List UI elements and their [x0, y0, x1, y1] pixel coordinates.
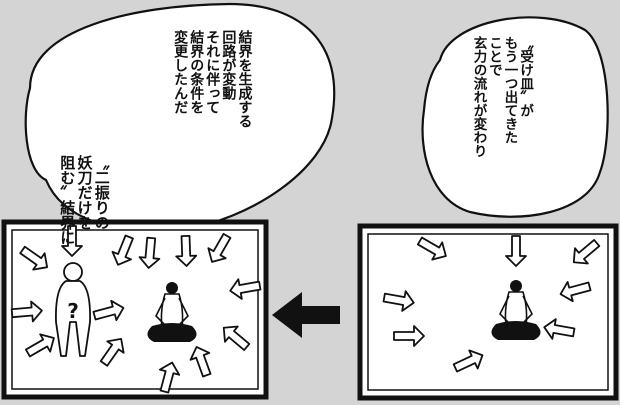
question-mark: ?	[67, 299, 79, 323]
text-line: 阻む〟結界に	[58, 155, 77, 245]
text-line: 結界の条件を	[188, 30, 205, 114]
text-line: 〝二振りの	[92, 155, 111, 230]
text-line: ことで	[486, 36, 503, 77]
text-line: それに伴って	[204, 30, 221, 114]
diagram-right-box	[357, 223, 619, 401]
text-line: 回路が変動	[220, 30, 237, 100]
text-line: 〝受け皿〟が	[517, 36, 534, 117]
bubble-right-text: 〝受け皿〟が もう一つ出てきた ことで 玄力の流れが変わり	[470, 36, 534, 158]
text-line: 玄力の流れが変わり	[470, 36, 487, 158]
bubble-left-upper-text: 結界を生成する 回路が変動 それに伴って 結界の条件を 変更したんだ	[172, 30, 252, 128]
text-line: 変更したんだ	[172, 30, 189, 114]
human-figure-outline	[55, 262, 91, 357]
bubble-left-lower-text: 〝二振りの 妖刀だけを 阻む〟結界に	[58, 155, 111, 245]
text-line: もう一つ出てきた	[501, 36, 518, 144]
left-arrow-icon	[272, 292, 340, 338]
bubble-right	[421, 16, 609, 218]
text-line: 結界を生成する	[236, 30, 253, 128]
diagram-left-box	[1, 219, 269, 400]
text-line: 妖刀だけを	[75, 155, 94, 230]
bubble-left	[24, 2, 336, 232]
